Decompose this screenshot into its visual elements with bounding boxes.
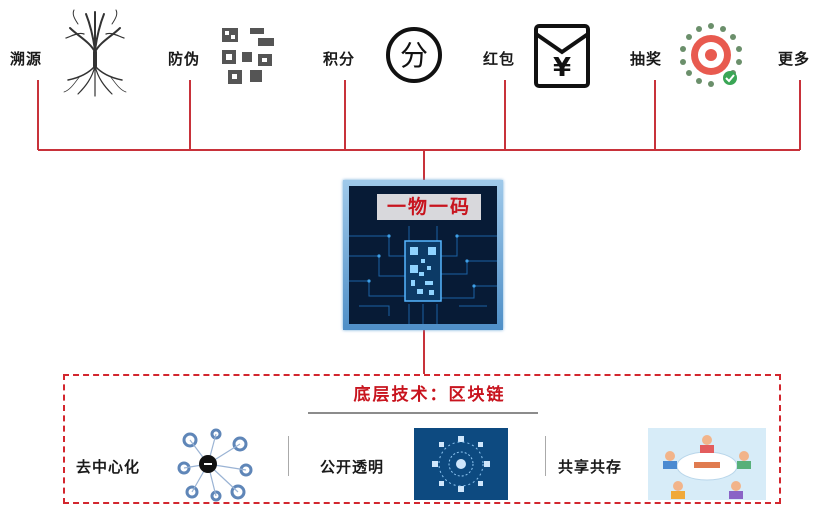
decentralized-gears-icon: [177, 428, 253, 502]
feature-label-lottery: 抽奖: [630, 50, 663, 68]
circuit-chip-qr-icon: [349, 226, 497, 324]
tech-title: 底层技术：区块链: [353, 385, 506, 405]
feature-label-more: 更多: [778, 50, 811, 68]
feature-label-trace: 溯源: [10, 50, 43, 68]
shared-people-icon: [648, 428, 766, 500]
divider-2: [545, 436, 546, 476]
transparent-network-icon: [414, 428, 508, 500]
tech-title-underline: [308, 412, 538, 414]
svg-text:分: 分: [400, 39, 428, 72]
qr-code-fragments-icon: [222, 28, 274, 84]
circuit-background: 一物一码: [349, 186, 497, 324]
svg-text:¥: ¥: [553, 53, 571, 83]
tech-item-shared: 共享共存: [558, 458, 623, 476]
tree-roots-icon: [63, 9, 127, 97]
one-item-one-code-card: 一物一码: [343, 180, 503, 330]
feature-label-points: 积分: [323, 50, 356, 68]
tech-item-transparent: 公开透明: [320, 458, 385, 476]
tech-item-decentralized: 去中心化: [76, 458, 141, 476]
points-circle-icon: 分: [386, 27, 442, 83]
divider-1: [288, 436, 289, 476]
feature-label-anticounterfeit: 防伪: [168, 50, 201, 68]
blockchain-box: [63, 374, 781, 504]
red-envelope-icon: ¥: [534, 24, 590, 88]
lottery-qr-icon: [680, 23, 742, 87]
feature-label-red-envelope: 红包: [483, 50, 516, 68]
center-title: 一物一码: [377, 194, 481, 220]
